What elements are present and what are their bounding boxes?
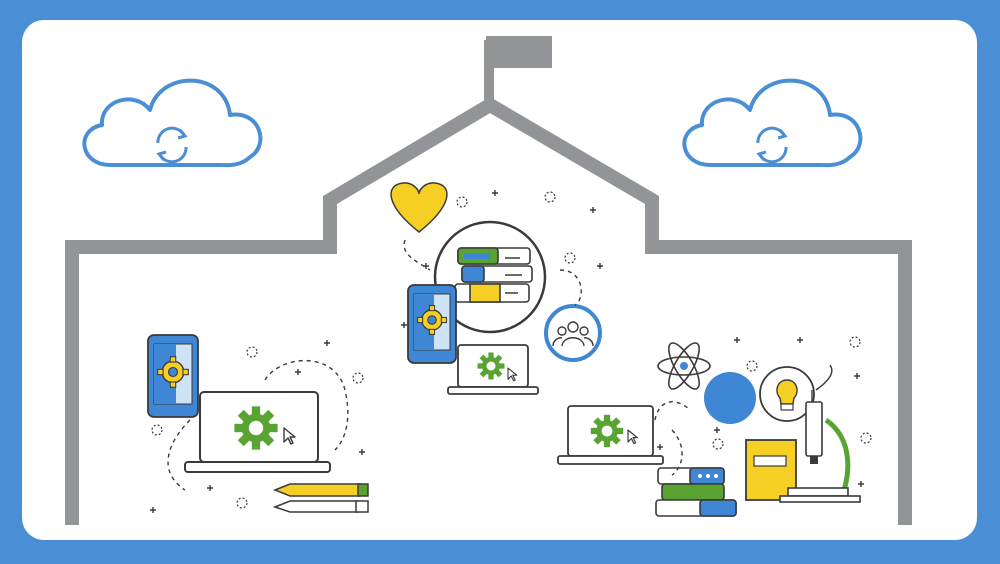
books-stack-icon — [655, 467, 737, 517]
smartphone-icon — [147, 334, 199, 418]
laptop-icon — [557, 405, 664, 465]
pencil-icon — [272, 483, 369, 513]
community-icon — [544, 304, 602, 362]
center-cluster — [390, 182, 604, 395]
laptop-icon — [184, 391, 331, 473]
gear-icon — [590, 414, 624, 448]
lightbulb-icon — [759, 366, 815, 422]
decorative-circle — [704, 372, 756, 424]
gear-icon — [234, 406, 278, 450]
atom-icon — [657, 342, 711, 390]
heart-icon — [390, 182, 448, 233]
right-cluster — [557, 336, 872, 517]
gear-icon — [477, 352, 505, 380]
school-building-icon — [65, 40, 912, 525]
flag-icon — [486, 36, 552, 68]
smartphone-icon — [407, 284, 457, 364]
microscope-icon — [779, 364, 861, 503]
laptop-icon — [447, 344, 539, 395]
left-cluster — [147, 334, 369, 514]
books-stack-icon — [454, 247, 533, 303]
